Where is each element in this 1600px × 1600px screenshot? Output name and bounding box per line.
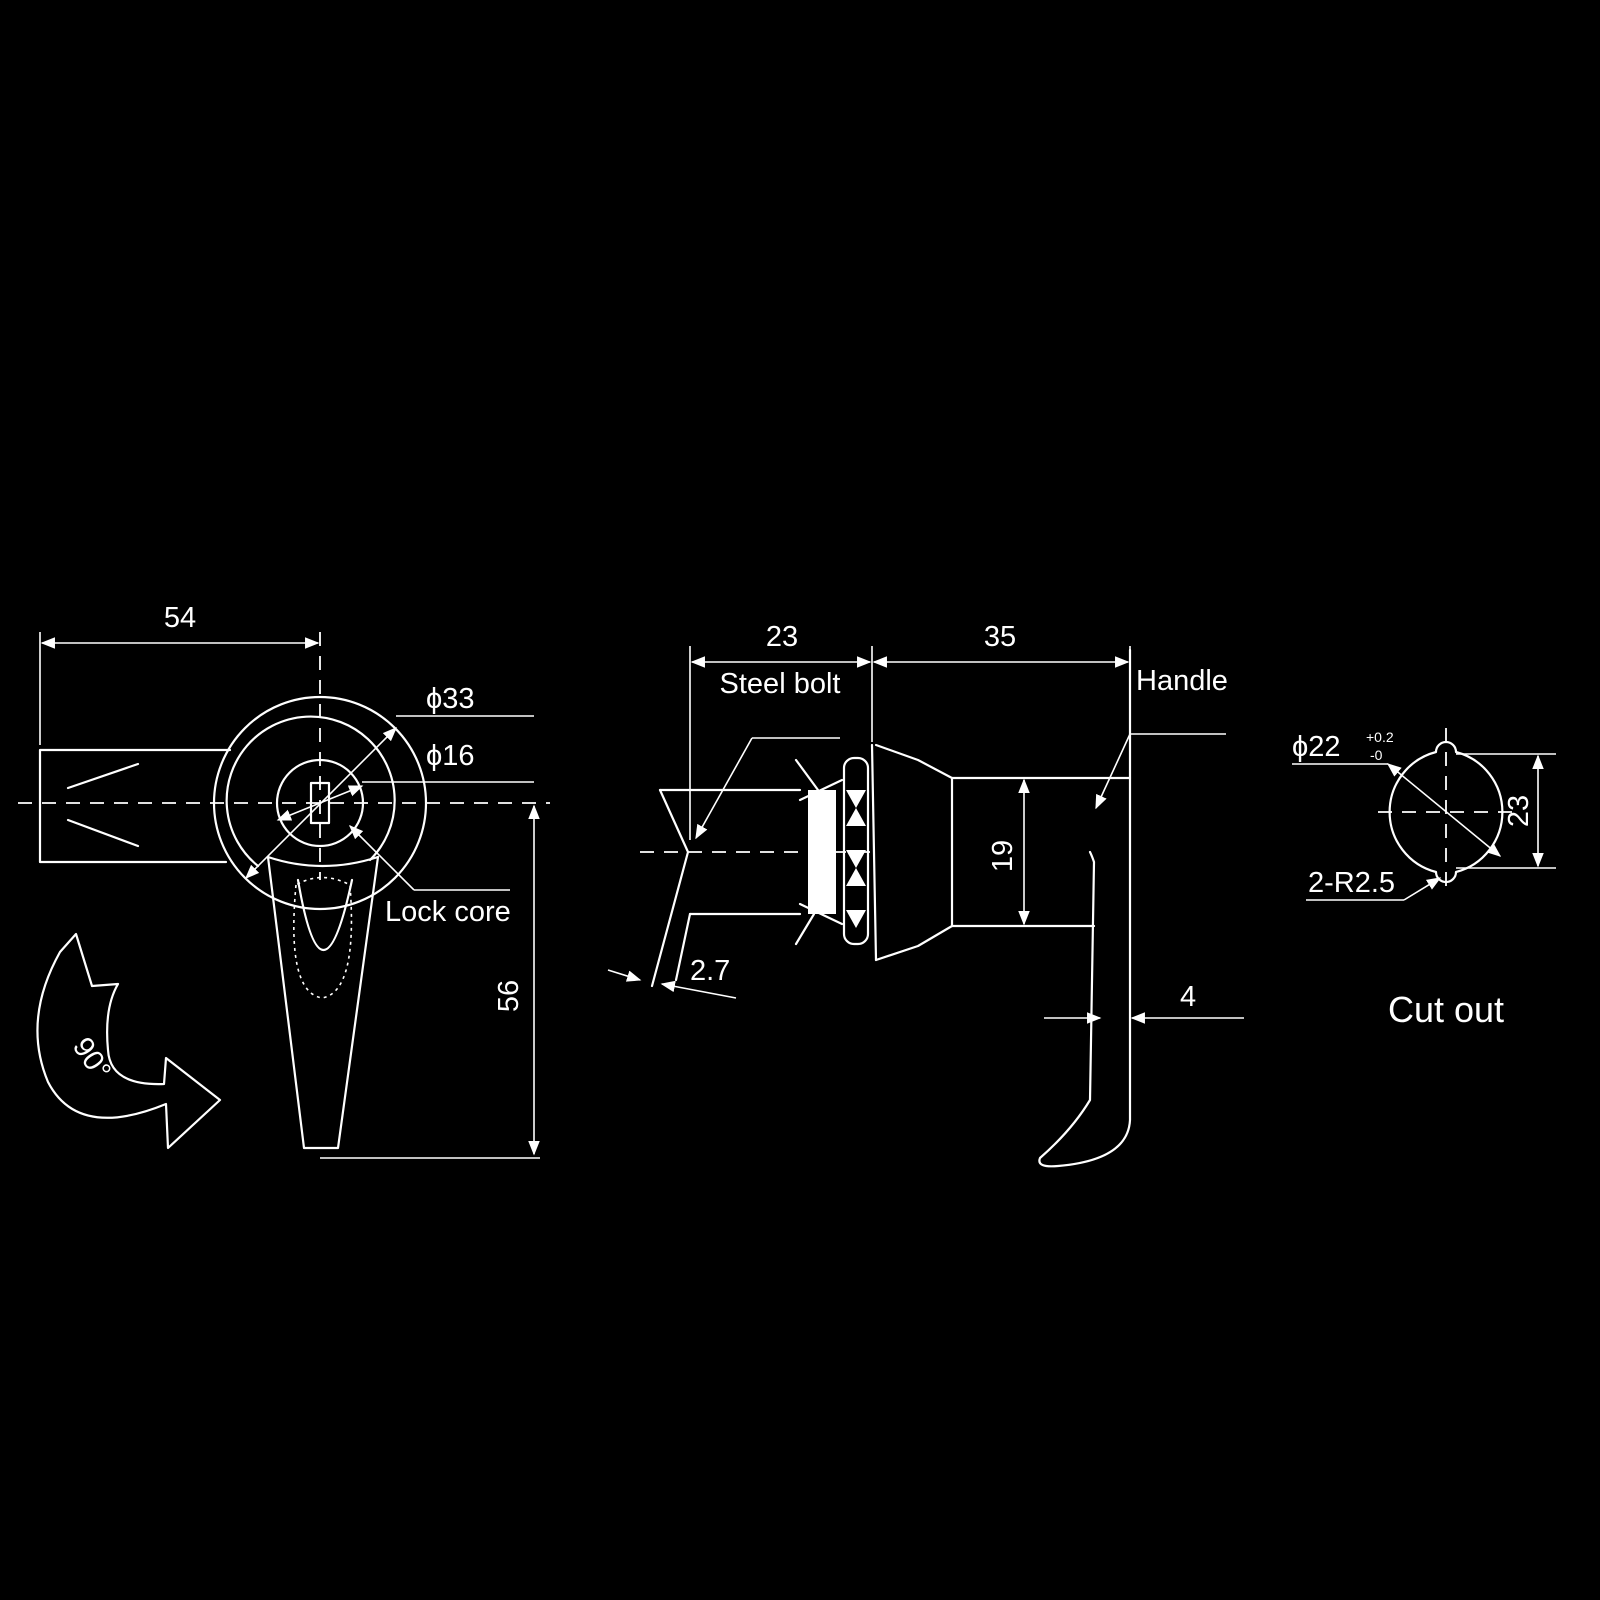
lock-core-callout: Lock core — [348, 824, 511, 928]
rotation-label: 90° — [66, 1032, 117, 1086]
core-dia-label: ϕ16 — [426, 740, 475, 772]
tolerance-lower: -0 — [1370, 747, 1383, 763]
dim-cutout-radius: 2-R2.5 — [1306, 867, 1442, 901]
bolt-thickness-label: 2.7 — [690, 955, 730, 987]
dim-bolt-23: 23 Steel bolt — [689, 621, 873, 840]
outer-dia-label: ϕ33 — [426, 683, 475, 715]
dim-cutout-23: 23 — [1456, 753, 1556, 869]
cutout-dia-label: ϕ22 — [1292, 731, 1341, 763]
cutout-radius-label: 2-R2.5 — [1308, 867, 1395, 899]
dim-neck-19: 19 — [987, 778, 1030, 926]
dim-width-label: 54 — [164, 602, 196, 634]
dim-handle-4: 4 — [1044, 981, 1244, 1024]
dim-bolt-2-7: 2.7 — [607, 955, 737, 999]
dim-56: 56 — [320, 804, 540, 1159]
cut-out-view: ϕ22 +0.2 -0 23 2-R2.5 Cut out — [1292, 728, 1556, 1030]
dim-body-35: 35 Handle — [872, 621, 1228, 700]
front-view: 54 ϕ33 ϕ16 Lock core 56 90° — [18, 602, 550, 1159]
body-length-label: 35 — [984, 621, 1016, 653]
dim-cutout-dia: ϕ22 +0.2 -0 — [1292, 729, 1502, 857]
tolerance-upper: +0.2 — [1366, 729, 1394, 745]
bolt-length-label: 23 — [766, 621, 798, 653]
lock-core-label: Lock core — [385, 896, 511, 928]
rotation-arrow-icon: 90° — [36, 932, 222, 1150]
handle-label: Handle — [1136, 665, 1228, 697]
dim-dia-33: ϕ33 — [244, 683, 534, 880]
steel-bolt-label: Steel bolt — [720, 668, 841, 700]
cut-out-title: Cut out — [1388, 989, 1504, 1030]
neck-height-label: 19 — [987, 840, 1019, 872]
handle-thickness-label: 4 — [1180, 981, 1196, 1013]
cutout-flat-label: 23 — [1503, 795, 1535, 827]
nut-assembly — [794, 756, 870, 946]
side-handle — [1038, 648, 1226, 1168]
lock-bar-body — [38, 748, 232, 864]
dim-dia-16: ϕ16 — [276, 740, 534, 821]
height-label: 56 — [493, 980, 525, 1012]
flange-body — [870, 743, 1132, 962]
side-view: 23 Steel bolt 35 Handle 2.7 19 4 — [607, 621, 1244, 1168]
dim-54: 54 — [39, 602, 320, 745]
